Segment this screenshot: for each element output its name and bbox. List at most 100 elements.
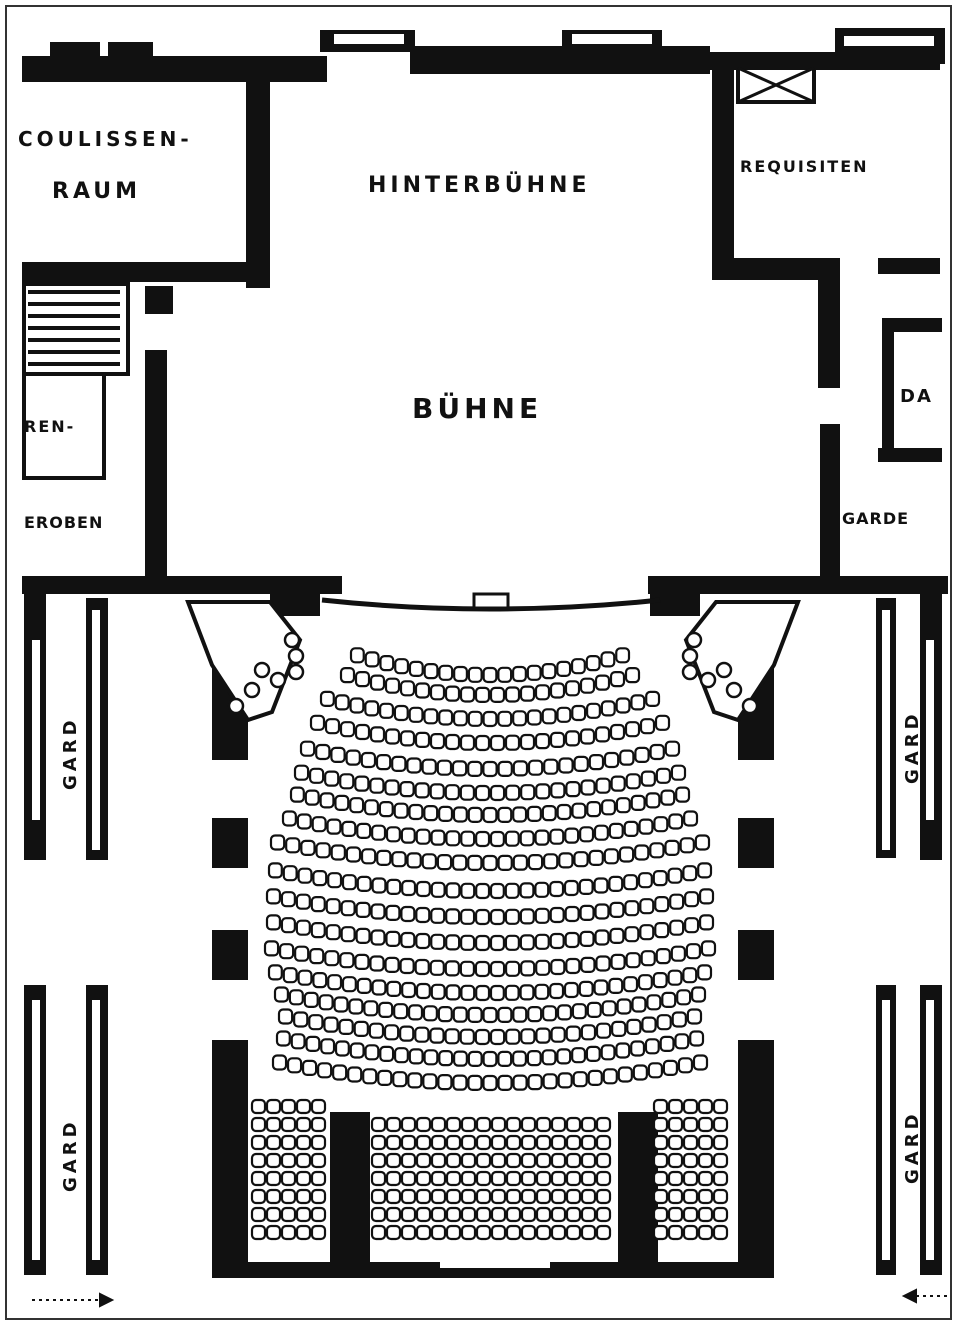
- seat: [378, 1001, 394, 1019]
- seat: [497, 666, 513, 683]
- seat: [353, 1020, 369, 1037]
- seat: [467, 760, 483, 777]
- seat: [310, 1170, 327, 1187]
- seat: [638, 818, 654, 835]
- seat: [624, 900, 640, 917]
- seat: [623, 976, 639, 993]
- seat: [535, 1188, 552, 1205]
- entrance-arrows: [32, 1288, 950, 1308]
- seat: [504, 686, 521, 703]
- seat: [586, 800, 602, 818]
- seat: [573, 755, 589, 773]
- seat: [415, 1188, 432, 1205]
- label-da: DA: [900, 386, 933, 407]
- seat: [338, 1018, 354, 1035]
- seat: [535, 1152, 552, 1169]
- left-box: [185, 600, 303, 723]
- seat: [295, 893, 311, 910]
- seat: [460, 1116, 477, 1133]
- seat: [572, 1071, 588, 1088]
- seat: [489, 960, 506, 978]
- seat: [520, 1028, 536, 1045]
- seat: [587, 1069, 603, 1087]
- seat: [451, 760, 468, 777]
- seat: [400, 827, 416, 844]
- seat: [691, 986, 707, 1003]
- seat: [370, 929, 386, 946]
- label-hinterbuehne: HINTERBÜHNE: [368, 172, 590, 198]
- seat: [526, 709, 542, 726]
- seat: [490, 1170, 507, 1187]
- seat: [467, 710, 483, 727]
- seat: [474, 784, 491, 802]
- seat: [415, 1224, 432, 1241]
- seat: [460, 934, 476, 951]
- seat: [317, 1062, 333, 1079]
- seat: [349, 697, 365, 714]
- seat: [634, 844, 650, 861]
- seat: [535, 1027, 551, 1044]
- seat: [519, 934, 535, 951]
- seat: [712, 1206, 729, 1223]
- seat: [595, 1224, 612, 1241]
- seat: [543, 758, 559, 775]
- seat: [580, 1224, 597, 1241]
- seat: [265, 1224, 282, 1241]
- seat: [670, 764, 687, 781]
- seat: [505, 1152, 522, 1169]
- seat: [542, 1073, 558, 1090]
- seat: [519, 830, 535, 847]
- seat: [595, 1134, 612, 1151]
- seat: [430, 1188, 447, 1205]
- seat: [265, 1206, 282, 1223]
- seat: [610, 775, 626, 792]
- seat: [652, 1152, 669, 1169]
- seat: [339, 773, 355, 790]
- seat: [641, 1016, 657, 1033]
- seat: [550, 958, 566, 976]
- seat: [585, 1045, 601, 1063]
- seat: [535, 959, 551, 976]
- seat: [327, 974, 343, 991]
- seat: [671, 1011, 687, 1028]
- seat: [384, 779, 400, 796]
- seat: [534, 933, 550, 950]
- label-garde: GARDE: [842, 509, 909, 528]
- seat: [550, 1206, 567, 1223]
- seat: [423, 804, 439, 822]
- seat: [603, 751, 620, 769]
- seat: [386, 980, 402, 998]
- seat: [384, 956, 400, 974]
- seat: [265, 888, 282, 905]
- seat: [682, 1116, 699, 1133]
- seat: [444, 960, 460, 977]
- seat: [697, 964, 713, 981]
- seat: [489, 1028, 506, 1046]
- seat: [541, 1049, 557, 1066]
- seat: [654, 714, 671, 731]
- requisiten-hatch: [736, 66, 816, 104]
- seat: [348, 998, 364, 1015]
- seat: [609, 927, 625, 945]
- seat: [541, 662, 557, 680]
- seat: [444, 784, 460, 801]
- seat: [475, 830, 491, 848]
- seat: [250, 1224, 267, 1241]
- seat: [297, 867, 313, 884]
- seat: [664, 839, 680, 856]
- seat: [617, 1066, 633, 1083]
- seat: [697, 1116, 714, 1133]
- seat: [445, 1206, 462, 1223]
- seat: [355, 927, 371, 945]
- seat: [520, 1116, 537, 1133]
- seat: [340, 900, 356, 917]
- seat: [667, 1206, 684, 1223]
- seat: [430, 1152, 447, 1169]
- seat: [460, 1188, 477, 1205]
- seat: [659, 1035, 675, 1052]
- seat: [645, 792, 661, 809]
- seat: [556, 660, 572, 678]
- seat: [423, 662, 439, 680]
- seat: [595, 1116, 612, 1133]
- seat: [593, 979, 609, 996]
